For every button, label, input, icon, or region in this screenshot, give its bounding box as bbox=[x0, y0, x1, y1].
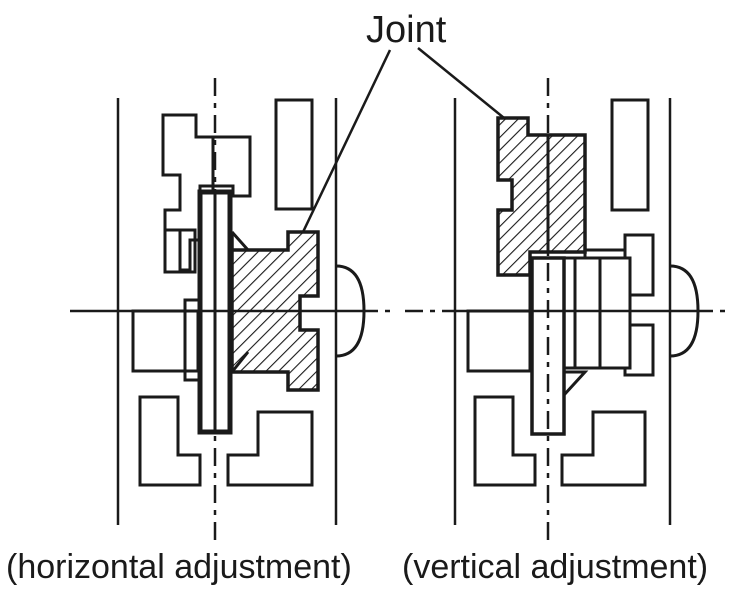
right-lower-j-bracket bbox=[560, 410, 647, 487]
left-neck bbox=[230, 231, 250, 373]
right-lower-cap bbox=[466, 309, 532, 373]
right-caption: (vertical adjustment) bbox=[402, 548, 708, 586]
right-assembly bbox=[405, 78, 728, 545]
left-side-block bbox=[163, 228, 197, 274]
left-lower-l-bracket bbox=[138, 395, 202, 487]
left-assembly bbox=[70, 78, 395, 545]
left-lower-j-bracket bbox=[226, 410, 314, 487]
left-caption: (horizontal adjustment) bbox=[6, 548, 352, 586]
right-lower-l-bracket bbox=[473, 395, 537, 487]
right-joint-hatched bbox=[496, 116, 587, 277]
left-lower-cap bbox=[131, 309, 200, 373]
joint-label: Joint bbox=[366, 9, 447, 51]
left-upper-bracket bbox=[161, 113, 252, 272]
right-neck bbox=[562, 370, 589, 397]
left-upper-slot bbox=[274, 98, 314, 211]
right-upper-slot bbox=[610, 98, 650, 212]
